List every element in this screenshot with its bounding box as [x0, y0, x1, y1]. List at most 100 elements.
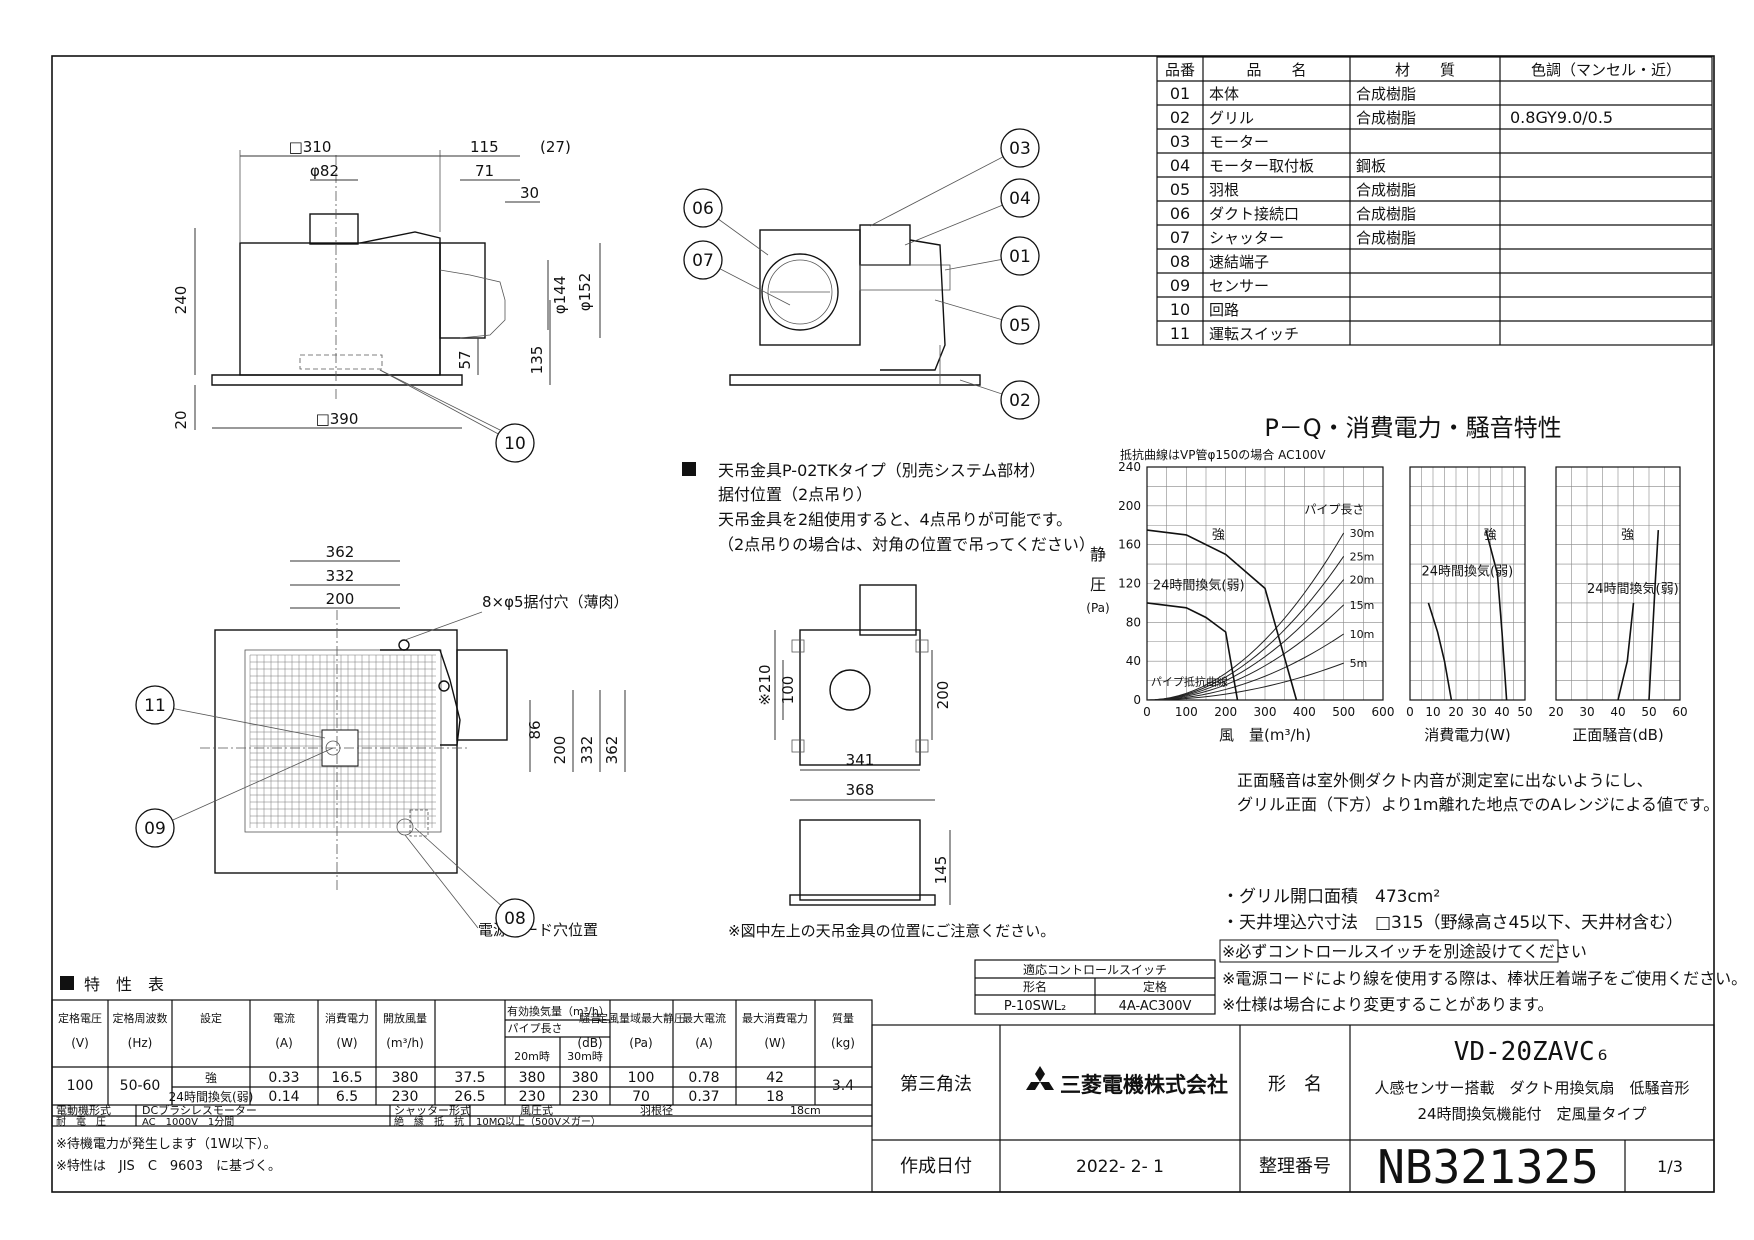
- spec-header-unit: (m³/h): [386, 1036, 424, 1050]
- x-tick: 500: [1332, 705, 1355, 719]
- dim-30: 30: [520, 184, 539, 202]
- callout-bubble-01: [1000, 236, 1040, 276]
- spec-power: 16.5: [331, 1070, 362, 1086]
- label-strong: 強: [1484, 528, 1497, 543]
- spec-header: 消費電力: [325, 1011, 369, 1025]
- callout-leader: [379, 369, 516, 444]
- chart-title: P－Q・消費電力・騒音特性: [1264, 414, 1561, 442]
- parts-name: ダクト接続口: [1209, 205, 1299, 223]
- callout-bubble-09: [135, 808, 175, 848]
- pipe-length-title: パイプ長さ: [1304, 503, 1364, 517]
- company-name: 三菱電機株式会社: [1060, 1073, 1228, 1097]
- parts-no: 08: [1170, 252, 1190, 271]
- dim-200-top: 200: [326, 590, 355, 608]
- spec-open: 380: [392, 1070, 419, 1086]
- bottom-view: 362 332 200 8×φ5据付穴（薄肉） 86 200 332 362 電…: [200, 543, 629, 939]
- bullet-3: ※必ずコントロールスイッチを別途設けてください: [1222, 942, 1587, 961]
- bullet-5: ※仕様は場合により変更することがあります。: [1222, 995, 1554, 1014]
- spec-header-30m: 30m時: [567, 1050, 603, 1063]
- dim-362-side: 362: [603, 736, 621, 765]
- spec-header: 電流: [273, 1011, 295, 1025]
- dim-145: 145: [932, 856, 950, 885]
- callout-label-10: 10: [504, 434, 526, 454]
- x-tick: 0: [1143, 705, 1151, 719]
- parts-material: 合成樹脂: [1356, 229, 1416, 247]
- spec-title-icon: [60, 976, 74, 990]
- callout-bubble-06: [683, 188, 723, 228]
- callout-bubble-02: [1000, 380, 1040, 420]
- parts-no: 11: [1170, 324, 1190, 343]
- spec-header: 定格電圧: [58, 1011, 102, 1025]
- spec-mass: 3.4: [832, 1078, 854, 1094]
- plot-frame: [1146, 466, 1384, 701]
- bullet-4: ※電源コードにより線を使用する際は、棒状圧着端子をご使用ください。: [1222, 969, 1747, 988]
- duct-outlet: [439, 242, 486, 339]
- parts-no: 03: [1170, 132, 1190, 151]
- callout-label-08: 08: [504, 909, 526, 929]
- spec-maxpow: 42: [766, 1070, 784, 1086]
- spec-static: 70: [632, 1089, 650, 1105]
- callout-leader: [869, 147, 1021, 227]
- parts-material: 合成樹脂: [1356, 205, 1416, 223]
- hanger-title: 天吊金具P-02TKタイプ（別売システム部材）: [718, 461, 1045, 480]
- parts-no: 06: [1170, 204, 1190, 223]
- spec-shutter-label: シャッター形式: [394, 1104, 471, 1117]
- mounting-views: 341 ※210 100 200 368 145: [756, 584, 952, 906]
- dim-332-top: 332: [326, 567, 355, 585]
- spec-static: 100: [628, 1070, 655, 1086]
- x-tick: 30: [1471, 705, 1486, 719]
- spec-header-unit: (kg): [831, 1036, 855, 1050]
- pipe-length-label: 10m: [1350, 628, 1375, 641]
- callout-label-04: 04: [1009, 189, 1031, 209]
- spec-title: 特 性 表: [84, 975, 164, 994]
- dim-57: 57: [456, 350, 474, 369]
- x-tick: 30: [1579, 705, 1594, 719]
- parts-name: モーター: [1209, 133, 1269, 151]
- callout-leader: [154, 704, 326, 739]
- y-label-1: 静: [1090, 545, 1106, 564]
- spec-header: 騒音: [579, 1011, 601, 1025]
- page-number: 1/3: [1657, 1157, 1683, 1176]
- spec-header-unit: (W): [336, 1036, 357, 1050]
- dim-20: 20: [172, 410, 190, 429]
- spec-voltage: 100: [67, 1078, 94, 1094]
- callout-label-09: 09: [144, 819, 166, 839]
- cs-col1: 形名: [1023, 979, 1047, 994]
- spec-header: 質量: [832, 1011, 854, 1025]
- x-tick: 600: [1372, 705, 1395, 719]
- x-tick: 20: [1548, 705, 1563, 719]
- callout-bubble-10: [495, 423, 535, 463]
- series-line: [1146, 529, 1298, 701]
- spec-30m: 380: [572, 1070, 599, 1086]
- spec-header: 最大消費電力: [742, 1011, 808, 1025]
- callout-leader: [414, 827, 516, 919]
- model-desc-2: 24時間換気機能付 定風量タイプ: [1417, 1105, 1646, 1123]
- spec-footnote-1: ※待機電力が発生します（1W以下）。: [56, 1137, 277, 1152]
- sheet-border: [51, 55, 1715, 1193]
- label-24h: 24時間換気(弱): [1587, 581, 1679, 597]
- date-label: 作成日付: [900, 1156, 972, 1177]
- spec-header-unit: (dB): [577, 1036, 602, 1050]
- bullet-1: ・グリル開口面積 473cm²: [1222, 887, 1440, 907]
- resistance-curve: [1146, 604, 1345, 701]
- cs-col2: 定格: [1143, 979, 1167, 994]
- spec-header: 定風量域最大静圧: [597, 1011, 685, 1025]
- spec-header-20m: 20m時: [514, 1050, 550, 1063]
- y-tick: 0: [1133, 693, 1141, 707]
- series-line: [1617, 602, 1635, 701]
- spec-withstand-label: 耐 電 圧: [56, 1115, 106, 1128]
- dim-152: φ152: [576, 273, 594, 312]
- x-tick: 20: [1448, 705, 1463, 719]
- resistance-curve: [1146, 556, 1345, 701]
- doc-label: 整理番号: [1259, 1156, 1331, 1177]
- x-tick: 200: [1214, 705, 1237, 719]
- spec-header-pipe: パイプ長さ: [508, 1022, 563, 1035]
- pipe-length-label: 25m: [1350, 550, 1375, 563]
- callout-label-01: 01: [1009, 247, 1031, 267]
- parts-header: 品 名: [1246, 61, 1306, 79]
- side-view: [729, 224, 981, 386]
- parts-name: 羽根: [1209, 181, 1239, 199]
